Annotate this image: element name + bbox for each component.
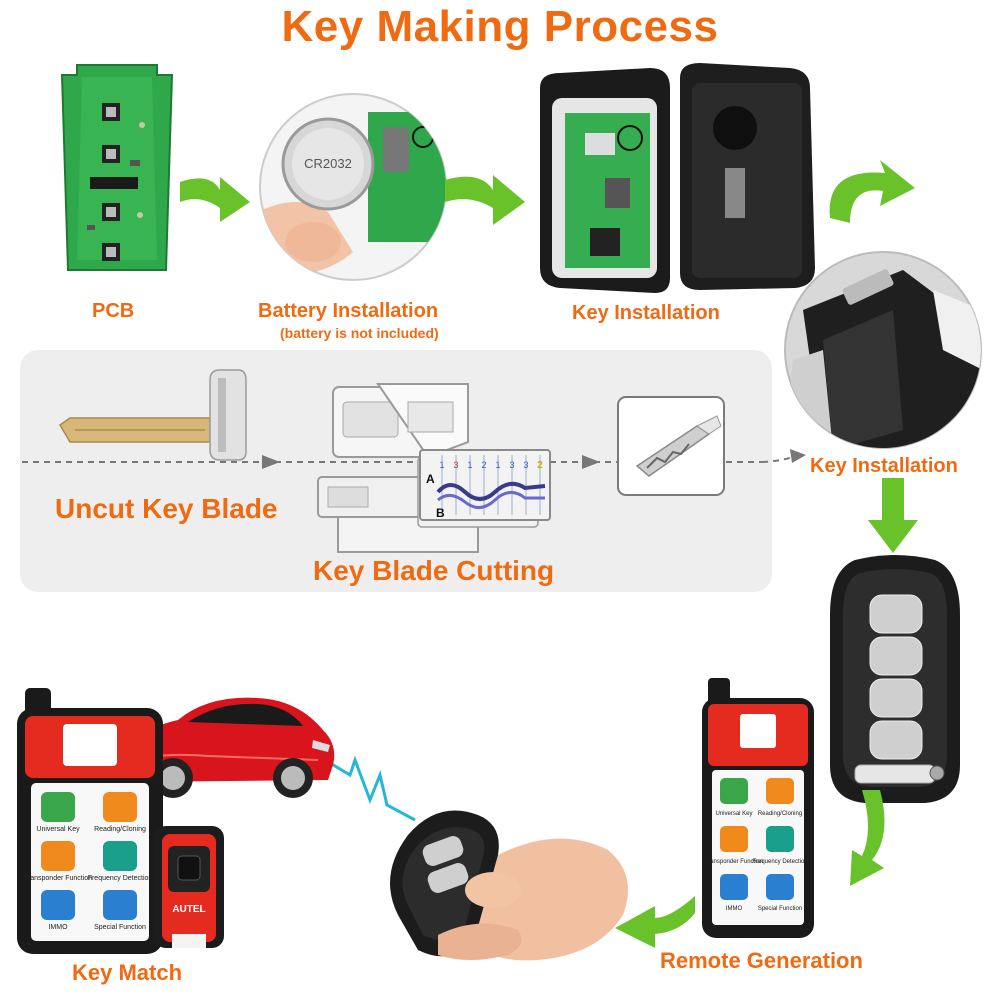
cut-digit: 3 [453, 460, 458, 470]
cut-digit: 1 [495, 460, 500, 470]
tool-app-label: Special Function [94, 924, 146, 931]
cut-blade-image [617, 396, 725, 496]
key-match-label: Key Match [72, 960, 183, 985]
key-installation-top-label: Key Installation [572, 302, 720, 324]
battery-label: Battery Installation [258, 300, 439, 322]
page-title: Key Making Process [281, 2, 719, 51]
cutting-chart: 1 3 1 2 1 3 3 2 A [419, 449, 551, 521]
arrow-down-icon [868, 478, 918, 553]
programmer-tool-right-image: Universal Key Reading/Cloning Transponde… [702, 678, 814, 938]
cut-label-a: A [426, 472, 435, 486]
tool-app-label: Transponder Function [705, 859, 763, 865]
battery-image: CR2032 [259, 93, 447, 281]
programmer-tool-left-image: Universal Key Reading/Cloning Transponde… [17, 688, 163, 954]
tool-app-label: IMMO [48, 924, 68, 931]
blade-cutting-label: Key Blade Cutting [313, 555, 555, 586]
uncut-blade-label: Uncut Key Blade [55, 493, 278, 524]
cut-digit: 3 [523, 460, 528, 470]
arrow-left-icon [615, 896, 695, 948]
obd-brand: AUTEL [172, 904, 205, 915]
tool-app-label: Reading/Cloning [94, 826, 146, 833]
arrow-right-icon [180, 177, 250, 222]
cut-digit: 2 [481, 460, 486, 470]
obd-dongle-image: AUTEL [154, 826, 224, 948]
signal-wave-icon [322, 755, 416, 822]
battery-text: CR2032 [304, 156, 352, 171]
key-installation-right-label: Key Installation [810, 455, 958, 477]
smart-key-image [830, 555, 960, 803]
pcb-label: PCB [92, 300, 135, 322]
tool-app-label: Universal Key [36, 826, 80, 833]
cut-digit: 1 [467, 460, 472, 470]
tool-app-label: Frequency Detection [88, 875, 153, 882]
pcb-image [60, 64, 174, 271]
key-install-closeup-image [784, 251, 982, 449]
tool-app-label: Special Function [758, 906, 802, 912]
tool-app-label: Frequency Detection [752, 859, 807, 865]
curved-arrow-icon [850, 790, 885, 886]
cut-digit: 1 [439, 460, 444, 470]
hand-with-key-image [390, 810, 628, 961]
tool-app-label: Reading/Cloning [758, 811, 802, 817]
battery-note: (battery is not included) [280, 325, 439, 341]
key-shell-open-image [540, 63, 815, 293]
cut-label-b: B [436, 506, 445, 520]
remote-generation-label: Remote Generation [660, 948, 863, 973]
tool-app-label: Transponder Function [24, 875, 92, 882]
tool-app-label: Universal Key [715, 811, 752, 817]
cut-digit: 3 [509, 460, 514, 470]
curved-arrow-icon [829, 160, 915, 223]
cut-digit: 2 [537, 460, 543, 471]
tool-app-label: IMMO [726, 906, 743, 912]
arrow-right-icon [445, 175, 525, 225]
uncut-blade-image [59, 369, 247, 461]
